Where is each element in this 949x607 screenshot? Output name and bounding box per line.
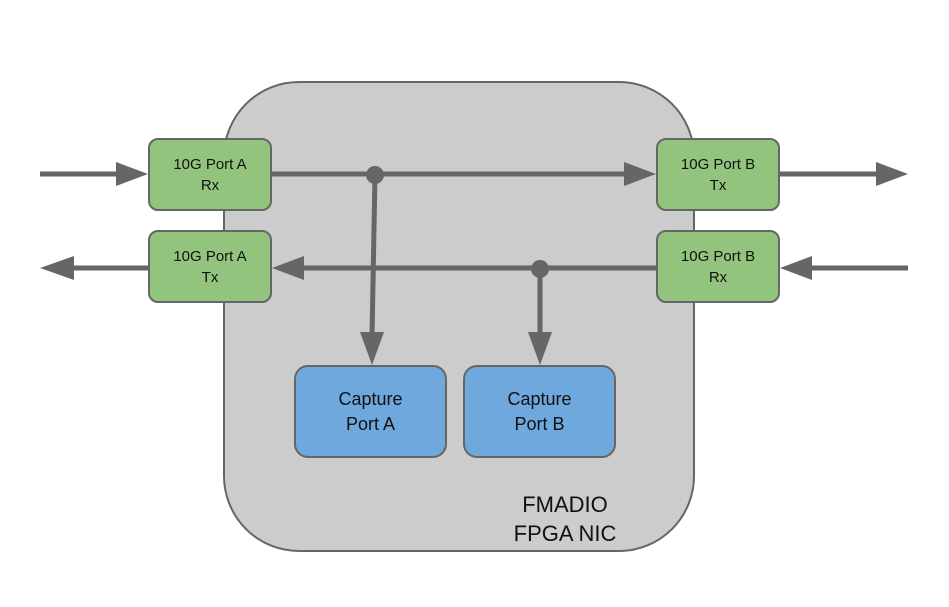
arrowhead-port-a-rx xyxy=(116,162,148,186)
port-b-tx-label-line2: Tx xyxy=(709,176,727,194)
capture-b-label-line2: Port B xyxy=(514,413,565,434)
arrowhead-external-out-right xyxy=(876,162,908,186)
capture-b-label-line1: Capture xyxy=(507,388,572,409)
port-b-rx-label-line1: 10G Port B xyxy=(680,247,756,265)
fpga-nic-label-line2: FPGA NIC xyxy=(513,521,617,546)
port-b-tx-label-line1: 10G Port B xyxy=(680,155,756,173)
port-a-rx-block: 10G Port A Rx xyxy=(148,138,272,211)
port-a-rx-label-line1: 10G Port A xyxy=(173,155,247,173)
capture-port-a-block: Capture Port A xyxy=(294,365,447,458)
arrowhead-external-out-left xyxy=(40,256,74,280)
port-b-rx-label-line2: Rx xyxy=(708,268,728,286)
port-a-tx-label-line2: Tx xyxy=(201,268,219,286)
port-a-tx-block: 10G Port A Tx xyxy=(148,230,272,303)
port-a-rx-label-line2: Rx xyxy=(200,176,220,194)
port-b-tx-block: 10G Port B Tx xyxy=(656,138,780,211)
arrowhead-port-b-rx xyxy=(780,256,812,280)
capture-a-label-line2: Port A xyxy=(345,413,396,434)
fpga-nic-label-line1: FMADIO xyxy=(522,492,608,517)
capture-port-b-block: Capture Port B xyxy=(463,365,616,458)
port-a-tx-label-line1: 10G Port A xyxy=(173,247,247,265)
fpga-nic-label: FMADIO FPGA NIC xyxy=(490,490,640,548)
port-b-rx-block: 10G Port B Rx xyxy=(656,230,780,303)
capture-a-label-line1: Capture xyxy=(338,388,403,409)
fpga-nic-body xyxy=(223,81,695,552)
